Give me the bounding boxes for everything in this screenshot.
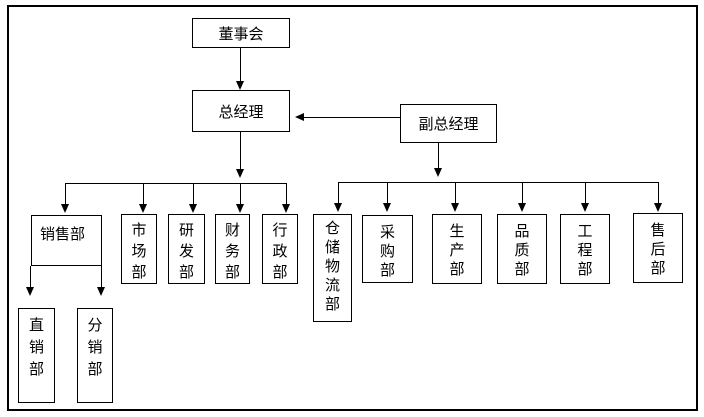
connector-rail-quality <box>522 182 523 203</box>
node-general-manager-label: 总经理 <box>218 102 264 121</box>
node-direct-sales: 直销部 <box>18 308 55 403</box>
arrowhead-rail-aftersales <box>654 203 662 212</box>
arrowhead-rail-finance <box>236 204 244 213</box>
node-warehouse-logistics: 仓储物流部 <box>313 214 352 322</box>
arrowhead-gm-drop <box>236 169 244 178</box>
node-board-label: 董事会 <box>218 24 264 43</box>
arrowhead-sales-distribution <box>97 287 105 296</box>
arrowhead-rail-admin <box>282 204 290 213</box>
node-production: 生产部 <box>432 214 482 284</box>
arrowhead-rail-engineering <box>581 203 589 212</box>
node-after-sales: 售后部 <box>633 213 683 283</box>
connector-rail-marketing <box>143 183 144 204</box>
connector-dgm-drop <box>438 143 439 168</box>
connector-gm-drop <box>240 132 241 169</box>
node-finance: 财务部 <box>215 214 250 284</box>
node-quality-label: 品质部 <box>514 222 530 278</box>
arrowhead-sales-direct <box>26 287 34 296</box>
node-rnd: 研发部 <box>168 214 205 284</box>
chart-outer-border <box>7 5 698 411</box>
arrowhead-rail-marketing <box>139 204 147 213</box>
node-marketing: 市场部 <box>121 214 157 284</box>
arrowhead-dgm-drop <box>434 168 442 177</box>
node-marketing-label: 市场部 <box>131 221 147 281</box>
connector-rail-sales <box>65 183 66 204</box>
node-admin-label: 行政部 <box>272 221 288 281</box>
node-distribution-sales: 分销部 <box>77 308 113 403</box>
node-purchasing-label: 采购部 <box>379 223 395 279</box>
arrowhead-rail-purchasing <box>383 203 391 212</box>
connector-rail-rnd <box>193 183 194 204</box>
arrowhead-board-gm <box>236 81 244 90</box>
arrowhead-dgm-gm <box>295 113 304 121</box>
node-quality: 品质部 <box>497 214 547 284</box>
connector-right-rail <box>338 182 659 183</box>
connector-rail-admin <box>286 183 287 204</box>
node-warehouse-logistics-label: 仓储物流部 <box>324 219 340 313</box>
arrowhead-rail-rnd <box>189 204 197 213</box>
arrowhead-rail-quality <box>518 203 526 212</box>
node-admin: 行政部 <box>262 214 298 284</box>
connector-rail-aftersales <box>658 182 659 203</box>
connector-rail-purchasing <box>387 182 388 203</box>
node-distribution-sales-label: 分销部 <box>87 316 103 378</box>
connector-left-rail <box>65 183 287 184</box>
node-sales-label: 销售部 <box>40 225 86 243</box>
node-general-manager: 总经理 <box>192 90 290 132</box>
node-deputy-general-manager-label: 副总经理 <box>418 115 479 133</box>
node-after-sales-label: 售后部 <box>650 221 666 277</box>
node-board: 董事会 <box>192 18 290 48</box>
connector-sales-distribution <box>101 266 102 287</box>
node-rnd-label: 研发部 <box>178 221 194 281</box>
node-production-label: 生产部 <box>449 222 465 278</box>
arrowhead-rail-production <box>451 203 459 212</box>
connector-rail-finance <box>240 183 241 204</box>
connector-rail-engineering <box>585 182 586 203</box>
node-engineering: 工程部 <box>560 214 610 284</box>
connector-dgm-gm <box>304 117 400 118</box>
connector-board-gm <box>240 48 241 81</box>
node-engineering-label: 工程部 <box>577 222 593 278</box>
arrowhead-rail-sales <box>61 204 69 213</box>
node-purchasing: 采购部 <box>362 215 413 283</box>
connector-sales-direct <box>30 266 31 287</box>
arrowhead-rail-warehouse <box>334 203 342 212</box>
node-deputy-general-manager: 副总经理 <box>400 104 497 143</box>
node-finance-label: 财务部 <box>224 221 240 281</box>
node-sales: 销售部 <box>31 215 102 266</box>
connector-rail-warehouse <box>338 182 339 203</box>
connector-rail-production <box>455 182 456 203</box>
node-direct-sales-label: 直销部 <box>28 316 44 378</box>
